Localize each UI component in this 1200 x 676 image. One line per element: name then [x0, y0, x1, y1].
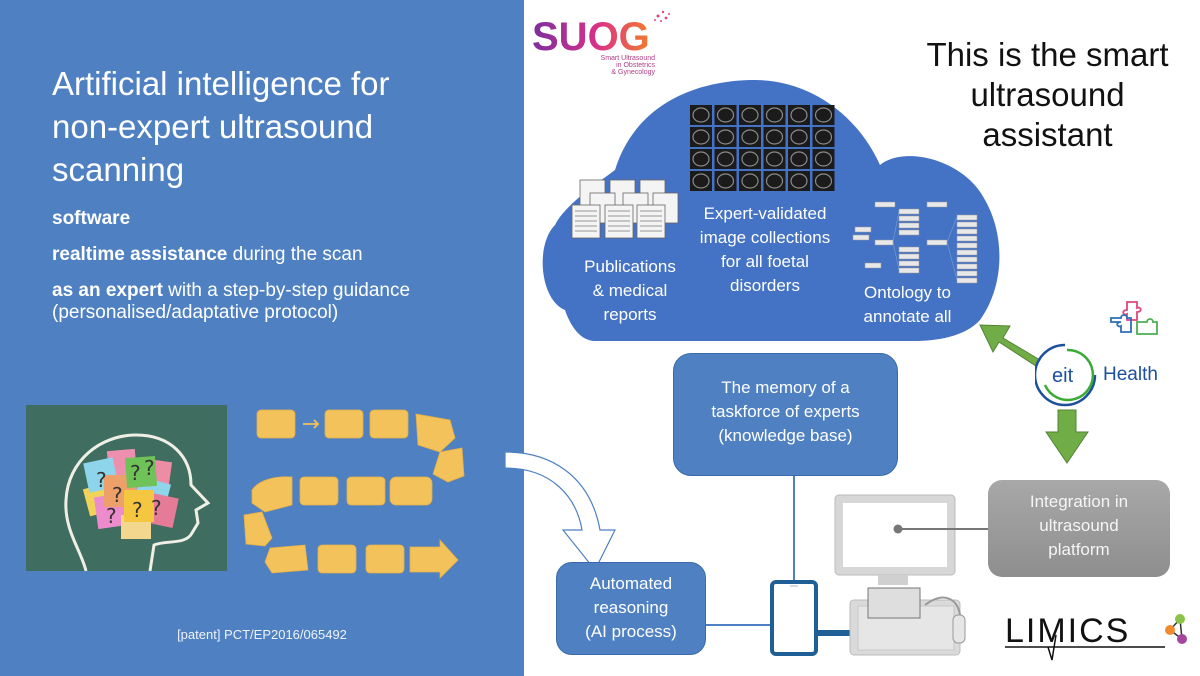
feature-software: software	[52, 208, 410, 230]
question-mark: ?	[112, 483, 123, 507]
box-line: Automated	[589, 574, 673, 593]
connector-dot	[790, 601, 798, 609]
title-line-2: non-expert ultrasound	[52, 108, 374, 145]
documents-icon	[571, 179, 679, 239]
patent-reference: [patent] PCT/EP2016/065492	[177, 627, 347, 642]
probe-icon	[952, 614, 966, 644]
step-tile	[243, 511, 273, 547]
box-line: (AI process)	[585, 622, 677, 641]
feature-bold: software	[52, 208, 131, 229]
integration-box: Integration in ultrasound platform	[988, 480, 1170, 577]
suog-tagline: in Obstetrics	[616, 62, 655, 69]
limics-logo: LIMICS	[1000, 605, 1200, 665]
feature-expert: as an expert with a step-by-step guidanc…	[52, 280, 410, 324]
console-icon	[849, 599, 961, 656]
label-line: reports	[603, 305, 657, 324]
headline-line: ultrasound	[970, 76, 1125, 113]
label-line: annotate all	[863, 307, 952, 326]
puzzle-icon	[1105, 298, 1165, 348]
tablet-icon	[770, 580, 818, 656]
feature-rest: with a step-by-step guidance	[162, 280, 411, 301]
box-line: reasoning	[593, 598, 669, 617]
title-line-1: Artificial intelligence for	[52, 65, 390, 102]
feature-rest: during the scan	[227, 244, 363, 265]
step-arrow-tile	[409, 538, 459, 579]
label-line: Ontology to	[864, 283, 951, 302]
knowledge-base-box: The memory of a taskforce of experts (kn…	[673, 353, 898, 476]
tablet-cable	[816, 630, 850, 636]
question-mark: ?	[144, 456, 155, 480]
feature-bold: realtime assistance	[52, 244, 228, 265]
green-arrow-down-icon	[1045, 409, 1089, 464]
question-mark: ?	[151, 496, 162, 520]
title-line-3: scanning	[52, 151, 185, 188]
step-tile	[317, 544, 357, 574]
label-line: Publications	[584, 257, 676, 276]
step-tile	[365, 544, 405, 574]
label-line: Expert-validated	[703, 204, 827, 223]
step-tile	[369, 409, 409, 439]
connector-dot	[790, 621, 798, 629]
headline-line: assistant	[982, 116, 1113, 153]
eit-mark: eit	[1052, 365, 1074, 387]
step-tile	[346, 476, 386, 506]
small-arrow-icon	[303, 419, 320, 429]
left-panel: Artificial intelligence for non-expert u…	[0, 0, 524, 676]
box-line: Integration in	[1029, 492, 1129, 511]
suog-tagline: & Gynecology	[611, 69, 655, 76]
box-line: ultrasound	[1039, 516, 1119, 535]
automated-reasoning-box: Automated reasoning (AI process)	[556, 562, 706, 655]
step-tile	[256, 409, 296, 439]
eit-health-logo: eit Health	[1033, 340, 1200, 410]
headline-line: This is the smart	[926, 36, 1169, 73]
step-tile	[415, 413, 456, 453]
limics-wordmark: LIMICS	[1005, 612, 1130, 650]
step-path-illustration	[240, 400, 470, 580]
step-tile	[432, 447, 465, 483]
ontology-graph-icon	[852, 201, 978, 284]
feature-sub: (personalised/adaptative protocol)	[52, 302, 339, 323]
question-mark: ?	[96, 468, 107, 492]
label-line: for all foetal	[721, 252, 809, 271]
ontology-label: Ontology to annotate all	[850, 281, 965, 329]
step-tile	[299, 476, 339, 506]
image-collections-label: Expert-validated image collections for a…	[690, 202, 840, 298]
label-line: image collections	[699, 228, 831, 247]
question-mark: ?	[130, 461, 141, 485]
box-line: (knowledge base)	[718, 426, 853, 445]
confused-head-image: ? ? ? ? ? ? ?	[26, 405, 227, 571]
suog-tagline: Smart Ultrasound	[601, 55, 656, 62]
feature-bold: as an expert	[52, 280, 163, 301]
question-mark: ?	[132, 498, 143, 522]
label-line: & medical	[592, 281, 668, 300]
ultrasound-image-grid	[690, 105, 835, 191]
step-tile	[264, 544, 309, 574]
suog-logo: SUOG Smart Ultrasound in Obstetrics & Gy…	[530, 6, 680, 76]
connector-dot	[893, 524, 903, 534]
cloud-shape	[542, 80, 1000, 341]
step-tile	[251, 476, 293, 513]
label-line: disorders	[730, 276, 800, 295]
step-tile	[389, 476, 433, 506]
slide-title: Artificial intelligence for non-expert u…	[52, 62, 502, 191]
box-line: platform	[1048, 540, 1110, 559]
publications-label: Publications & medical reports	[570, 255, 690, 327]
monitor-icon	[834, 494, 956, 576]
step-tile	[324, 409, 364, 439]
feature-list: software realtime assistance during the …	[52, 208, 410, 338]
box-line: taskforce of experts	[711, 402, 860, 421]
question-mark: ?	[106, 504, 117, 528]
eit-health-text: Health	[1103, 364, 1158, 385]
feature-realtime: realtime assistance during the scan	[52, 244, 410, 266]
box-line: The memory of a	[721, 378, 850, 397]
knowledge-cloud: Publications & medical reports Expert-va…	[535, 75, 1005, 345]
head-outline	[64, 433, 211, 571]
suog-wordmark: SUOG	[532, 15, 650, 59]
headline: This is the smart ultrasound assistant	[895, 35, 1200, 155]
curved-arrow-icon	[504, 451, 616, 570]
